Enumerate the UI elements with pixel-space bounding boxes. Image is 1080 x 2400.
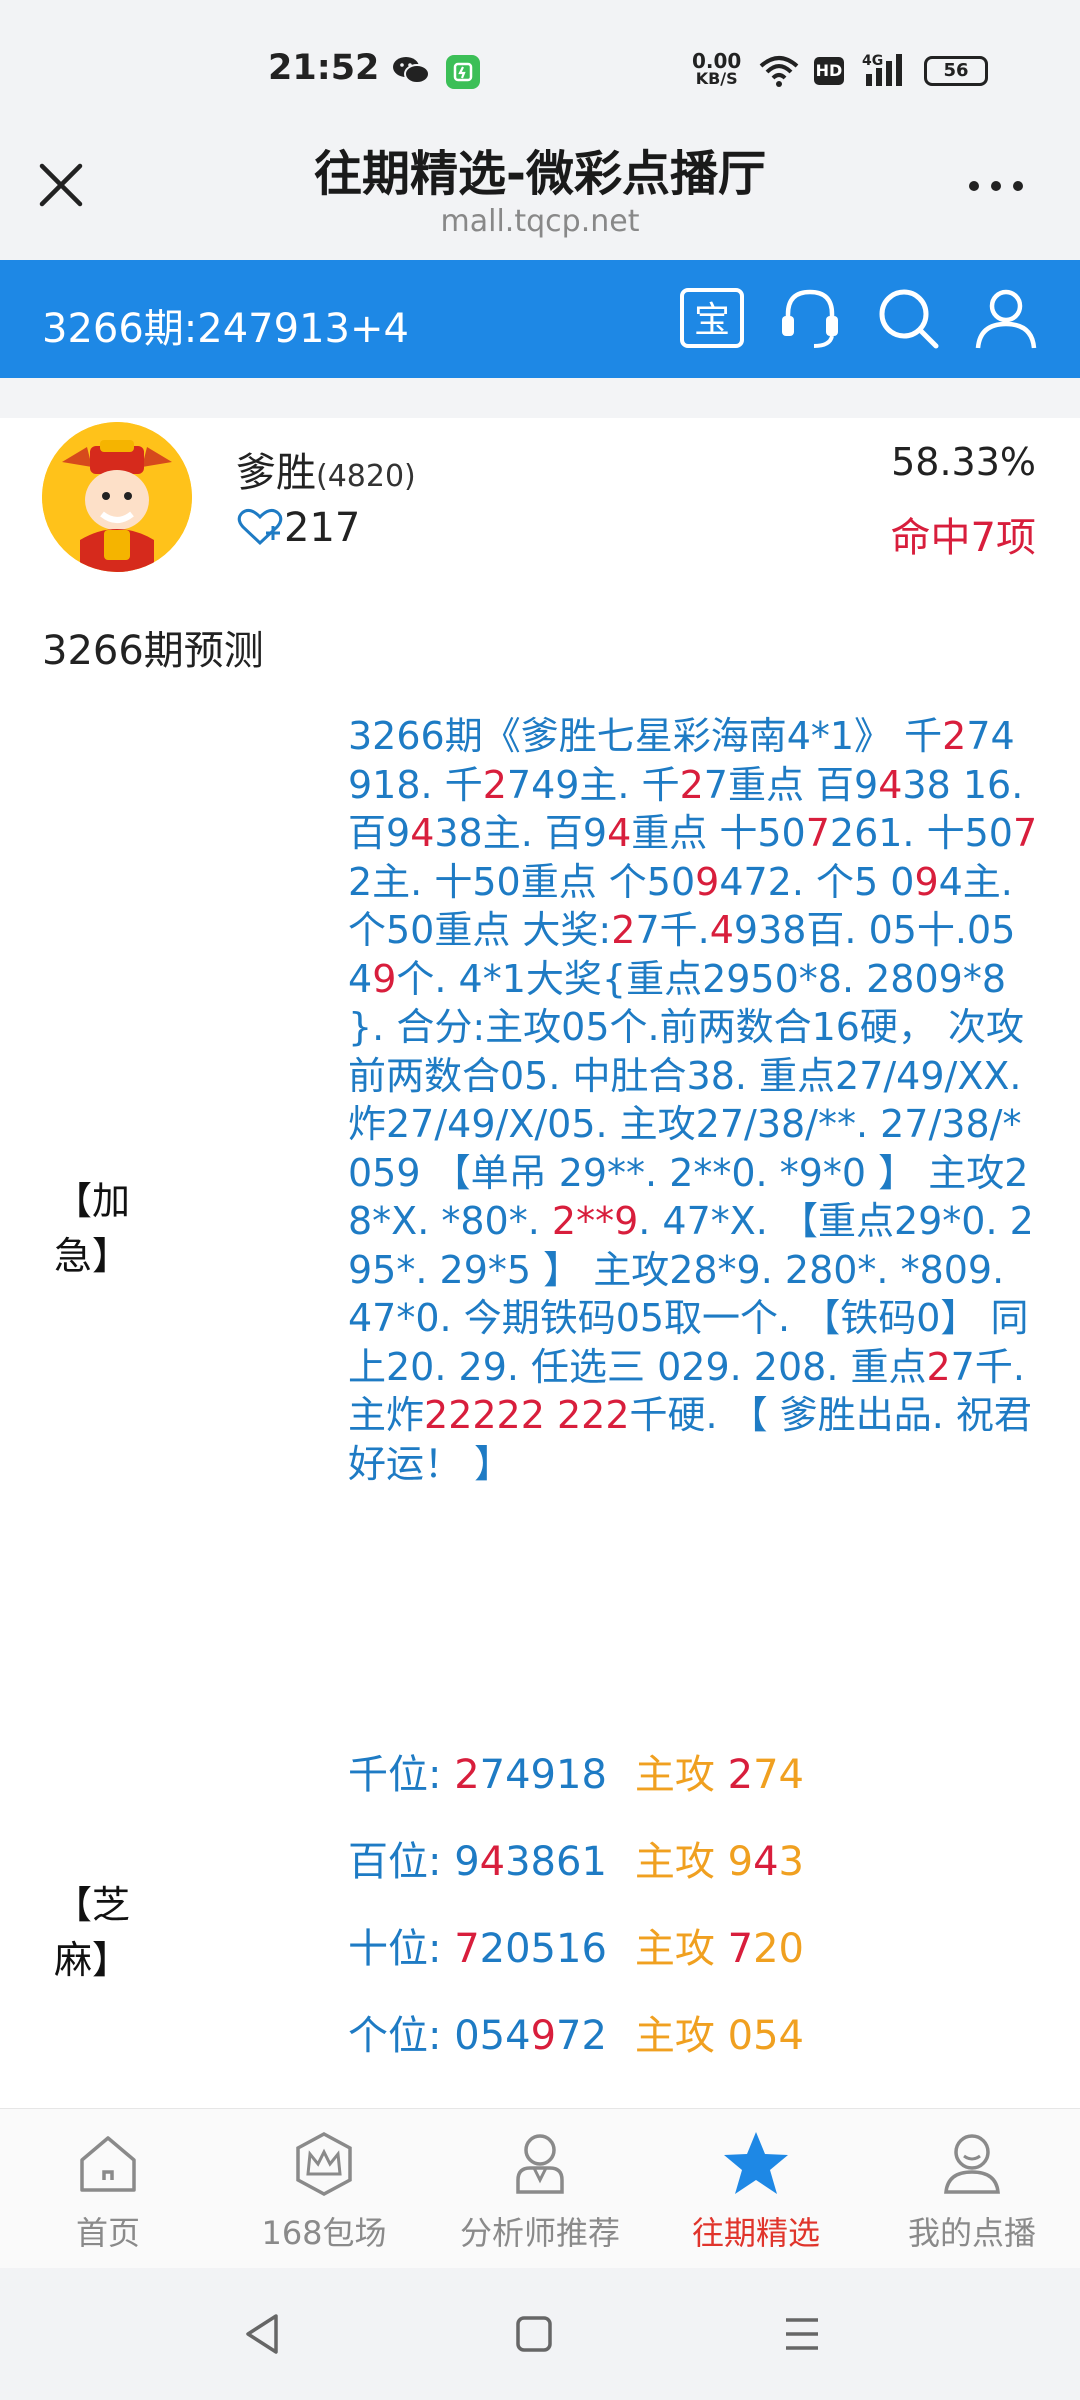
prediction-text: 3266期《爹胜七星彩海南4*1》 千274918. 千2749主. 千27重点… [348,712,1038,1488]
prediction-segment: 38主. 百9 [434,811,608,855]
separator [0,378,1080,418]
prediction-segment: 7千.主炸 [348,1344,1025,1438]
prediction-segment: 2 [942,714,967,758]
wechat-icon [393,57,430,84]
prediction-segment: . 47*X. 【重点29*0. 295*. 29*5 】 主攻28*9. 28… [348,1199,1034,1389]
analyst-name-text: 爹胜 [236,450,316,496]
nav-168[interactable]: 168包场 [216,2128,432,2254]
more-options-icon[interactable] [964,166,1028,206]
prediction-segment: 2 [679,762,704,807]
page-title: 往期精选-微彩点播厅 [314,146,766,202]
issue-result: 3266期:247913+4 [42,306,409,352]
nav-home-label: 首页 [75,2214,140,2252]
prediction-segment: 2 [482,762,507,807]
status-bar [0,0,1080,126]
menu-icon[interactable] [782,2314,822,2354]
nav-analyst-label: 分析师推荐 [459,2214,620,2252]
close-icon[interactable] [36,160,86,210]
prediction-segment: 2 [611,908,636,952]
prediction-segment: 9 [695,859,720,904]
prediction-segment: 4 [709,908,734,952]
back-icon[interactable] [242,2312,282,2356]
signal-label: 4G [862,53,883,69]
prediction-segment: 7 [805,811,830,855]
hd-badge: HD [814,57,844,85]
battery-indicator: 56 [924,56,988,86]
prediction-segment: 3266期《爹胜七星彩海南4*1》 千 [348,714,943,758]
nav-mine[interactable]: 我的点播 [864,2128,1080,2254]
nav-history[interactable]: 往期精选 [648,2128,864,2254]
prediction-segment: 4主. 个50重点 大奖: [348,859,1013,953]
urgent-label: 【加急】 [54,1170,288,1280]
prediction-segment: 938百. 05十.054 [348,908,1016,1001]
avatar[interactable] [42,422,192,572]
prediction-segment: 2主. 十50重点 个50 [348,859,696,904]
urgent-label-b: 急】 [54,1234,131,1278]
wifi-icon [759,56,799,87]
sesame-label-b: 麻】 [54,1938,131,1982]
user-icon[interactable] [970,282,1042,354]
prediction-segment: 千硬. 【 爹胜出品. 祝君好运！ 】 [348,1393,1032,1486]
prediction-segment: 7千. [635,908,710,952]
app-notification-icon [446,55,480,89]
prediction-segment: 472. 个5 0 [719,859,915,904]
home-button-icon[interactable] [514,2314,554,2354]
urgent-label-a: 【加 [54,1179,131,1223]
prediction-segment: 261. 十50 [829,811,1013,855]
home-icon [80,2136,136,2192]
system-nav-bar [0,2268,1080,2400]
signal-icon: 4G [862,53,902,86]
prediction-segment: 个. 4*1大奖{重点2950*8. 2809*8 }. 合分:主攻05个.前两… [348,956,1029,1244]
prediction-segment: 4 [410,811,435,855]
heart-plus-icon[interactable] [236,507,284,547]
nav-history-label: 往期精选 [691,2214,820,2252]
nav-mine-label: 我的点播 [907,2214,1036,2252]
treasure-icon[interactable]: 宝 [676,282,748,354]
analyst-icon [516,2134,564,2194]
svg-text:宝: 宝 [694,300,730,341]
hits-count: 命中7项 [890,515,1036,561]
hit-rate: 58.33% [891,440,1036,484]
prediction-segment: 7重点 百9 [703,762,879,807]
prediction-segment: 4 [607,811,632,855]
prediction-segment: 9 [372,956,397,1001]
prediction-segment: 38 16. 百9 [348,762,1024,856]
prediction-segment: 4 [878,762,903,807]
nav-home[interactable]: 首页 [0,2128,216,2254]
analyst-count: (4820) [316,459,416,494]
prediction-segment: 2 [926,1344,951,1389]
analyst-name: 爹胜(4820) [236,440,416,498]
star-icon [724,2132,788,2194]
headset-icon[interactable] [774,282,846,354]
page-url: mall.tqcp.net [440,204,640,239]
sesame-label-a: 【芝 [54,1883,131,1927]
crown-icon [296,2132,352,2196]
prediction-segment: 2**9 [551,1199,639,1243]
prediction-segment: 重点 十50 [631,811,806,855]
likes[interactable]: 217 [236,505,360,551]
likes-count: 217 [284,505,361,551]
prediction-segment: 74918. 千 [348,714,1015,807]
prediction-segment: 749主. 千 [506,762,680,807]
prediction-segment: 9 [914,859,939,904]
prediction-title: 3266期预测 [42,628,264,674]
app-header [0,260,1080,378]
prediction-segment: 22222 222 [424,1393,630,1437]
nav-168-label: 168包场 [261,2214,387,2252]
search-icon[interactable] [872,282,944,354]
user-icon [944,2134,1000,2194]
nav-analyst[interactable]: 分析师推荐 [432,2128,648,2254]
sesame-label: 【芝麻】 [54,1874,288,1984]
browser-title-bar [0,126,1080,260]
status-time: 21:52 [268,48,380,88]
prediction-segment: 7 [1012,811,1038,855]
network-speed: 0.00 KB/S [692,49,742,88]
